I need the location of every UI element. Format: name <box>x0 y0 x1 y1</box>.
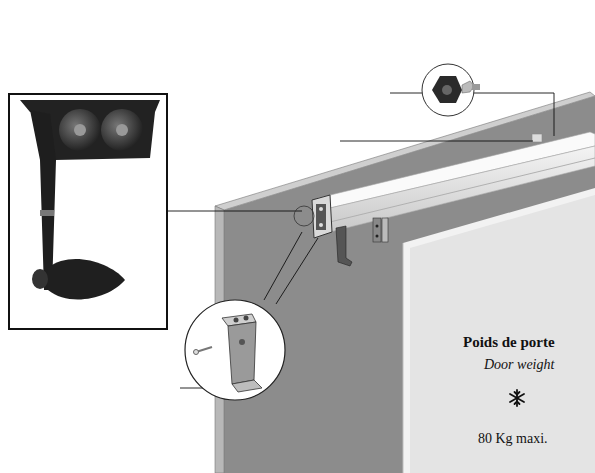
spec-label: Door weight <box>484 357 554 373</box>
spec-label: Poids de porte <box>463 334 555 351</box>
wall-panel <box>215 92 595 473</box>
door-leaf <box>403 188 595 473</box>
nut-bolt-icon <box>422 64 480 116</box>
bracket-detail <box>185 300 285 400</box>
spec-label: 80 Kg maxi. <box>478 431 548 447</box>
rail <box>318 132 595 232</box>
snowflake-symbol <box>510 390 524 406</box>
zoom-mark <box>294 206 314 226</box>
end-bracket <box>312 195 332 238</box>
roller-hanger-inset <box>9 94 167 329</box>
hanger <box>336 218 388 266</box>
